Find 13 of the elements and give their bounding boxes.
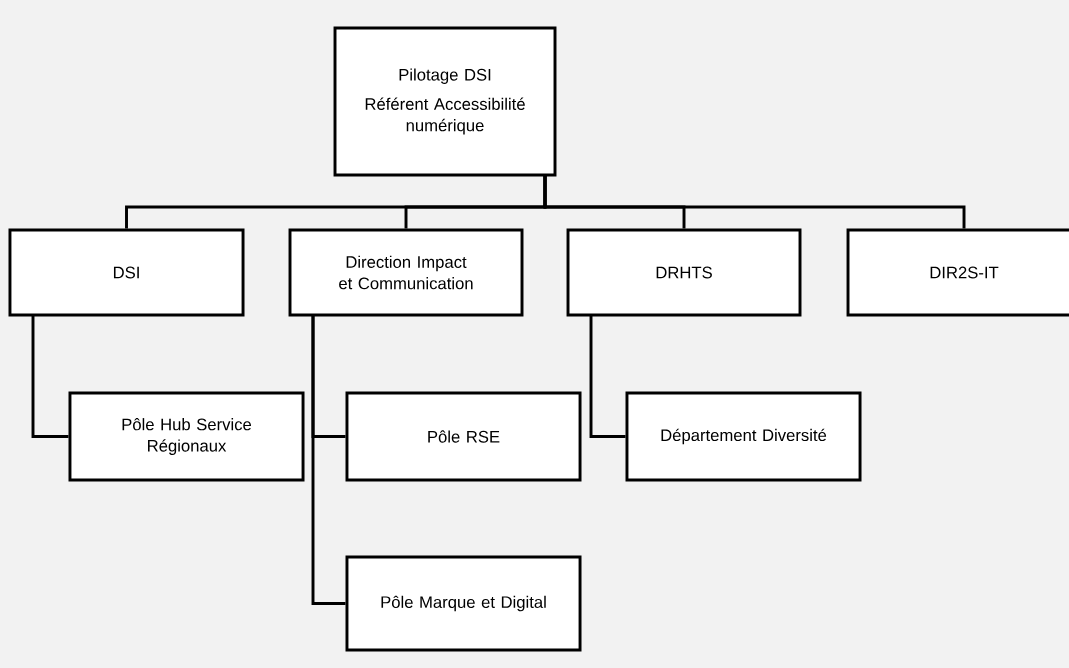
org-box: Pôle Marque et Digital bbox=[345, 555, 582, 652]
connector-line bbox=[589, 315, 626, 438]
org-box: Pôle Hub Service Régionaux bbox=[68, 391, 305, 482]
org-box: Direction Impact et Communication bbox=[288, 228, 524, 317]
org-box: Département Diversité bbox=[625, 391, 862, 482]
org-box: Pilotage DSI Référent Accessibilité numérique bbox=[333, 26, 557, 177]
connector-line bbox=[543, 175, 966, 229]
connector-line bbox=[31, 315, 69, 438]
org-box: Pôle RSE bbox=[345, 391, 582, 482]
org-box: DRHTS bbox=[566, 228, 802, 317]
connector-line bbox=[311, 315, 346, 605]
org-box: DSI bbox=[8, 228, 245, 317]
org-box: DIR2S-IT bbox=[846, 228, 1069, 317]
